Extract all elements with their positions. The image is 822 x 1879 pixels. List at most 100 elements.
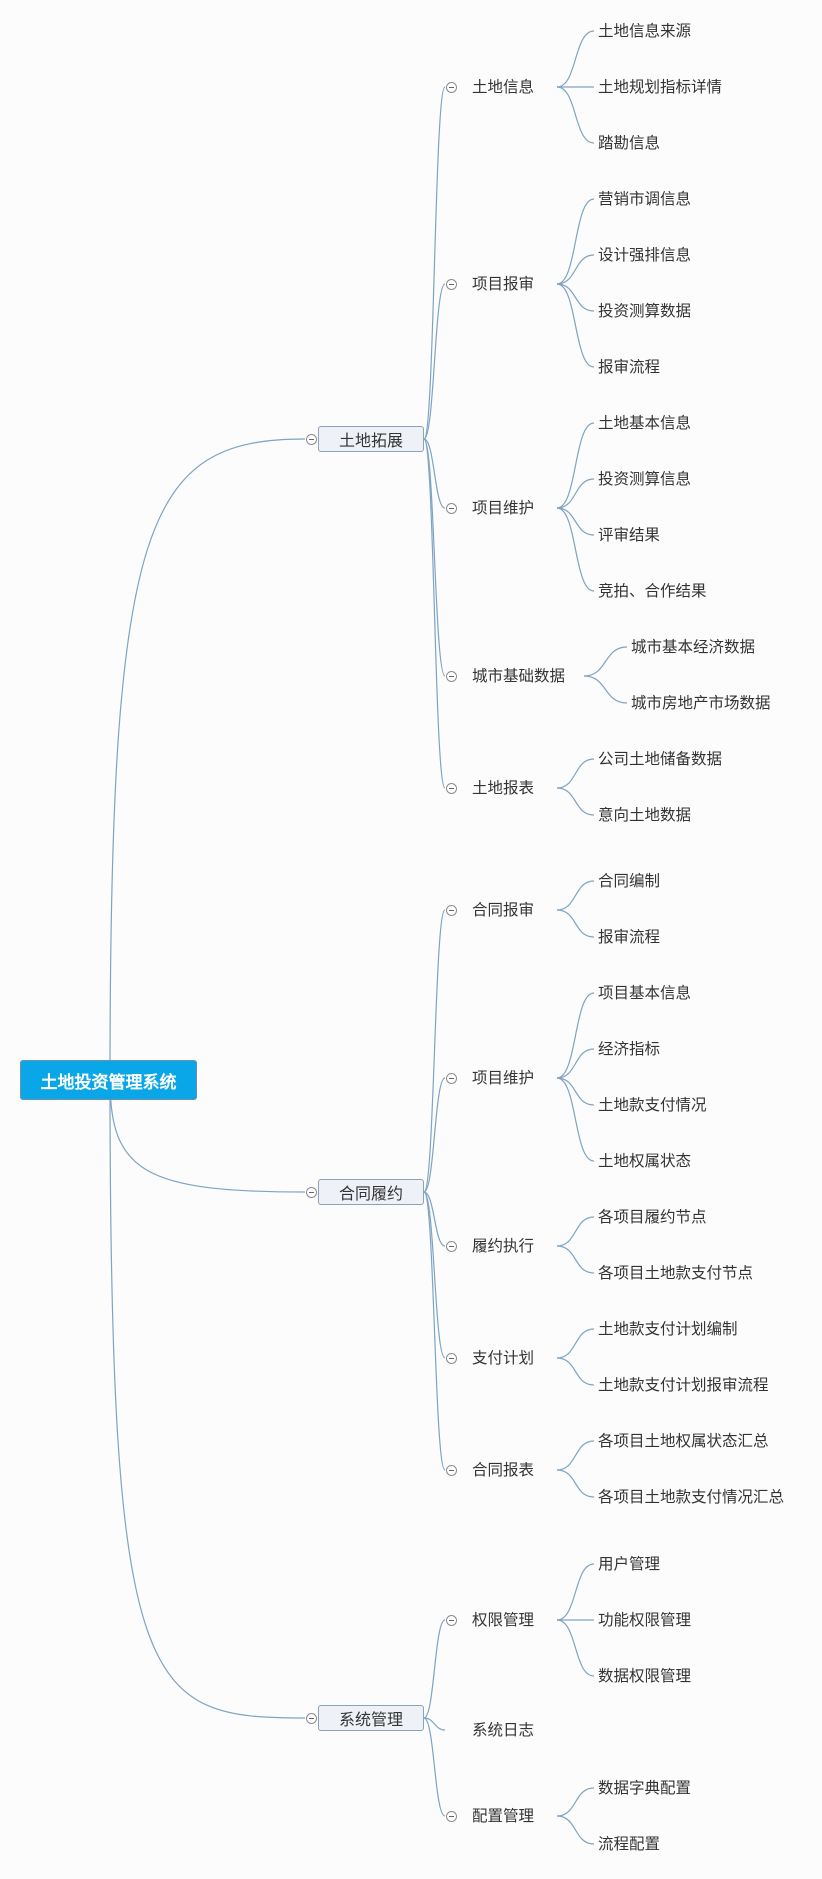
branch-link-0-3: [423, 438, 446, 677]
sub-node-2-2[interactable]: 配置管理: [472, 1807, 535, 1825]
collapse-toggle-icon[interactable]: [445, 278, 457, 290]
leaf-node[interactable]: 土地信息来源: [598, 22, 692, 40]
collapse-toggle-icon[interactable]: [445, 904, 457, 916]
root-node[interactable]: 土地投资管理系统: [20, 1060, 197, 1100]
sub-node-1-3[interactable]: 支付计划: [472, 1349, 535, 1367]
leaf-node[interactable]: 流程配置: [598, 1835, 661, 1853]
leaf-link-1-3-1: [556, 1357, 595, 1386]
leaf-node[interactable]: 土地款支付计划报审流程: [598, 1376, 769, 1394]
root-link-1: [109, 1079, 306, 1193]
leaf-link-2-0-2: [556, 1619, 595, 1677]
leaf-node[interactable]: 土地规划指标详情: [598, 78, 723, 96]
branch-0[interactable]: 土地拓展: [318, 426, 424, 452]
sub-node-0-4[interactable]: 土地报表: [472, 779, 535, 797]
leaf-link-2-2-1: [556, 1815, 595, 1845]
branch-2[interactable]: 系统管理: [318, 1705, 424, 1731]
leaf-link-0-2-3: [556, 507, 595, 592]
collapse-toggle-icon[interactable]: [445, 782, 457, 794]
leaf-link-1-0-1: [556, 909, 595, 938]
collapse-toggle-icon[interactable]: [445, 1810, 457, 1822]
leaf-node[interactable]: 用户管理: [598, 1555, 661, 1573]
collapse-toggle-icon[interactable]: [445, 1072, 457, 1084]
leaf-link-1-3-0: [556, 1328, 595, 1359]
sub-node-1-4[interactable]: 合同报表: [472, 1461, 535, 1479]
leaf-link-0-4-1: [556, 787, 595, 816]
leaf-node[interactable]: 功能权限管理: [598, 1611, 692, 1629]
leaf-link-0-2-0: [556, 422, 595, 509]
leaf-node[interactable]: 各项目土地权属状态汇总: [598, 1432, 769, 1450]
leaf-node[interactable]: 竞拍、合作结果: [598, 582, 707, 600]
leaf-link-1-2-0: [556, 1216, 595, 1247]
branch-link-1-2: [423, 1191, 446, 1247]
leaf-node[interactable]: 土地权属状态: [598, 1152, 692, 1170]
leaf-node[interactable]: 合同编制: [598, 872, 661, 890]
leaf-link-1-1-2: [556, 1077, 595, 1106]
collapse-toggle-icon[interactable]: [445, 1240, 457, 1252]
sub-node-2-0[interactable]: 权限管理: [472, 1611, 535, 1629]
leaf-node[interactable]: 各项目土地款支付情况汇总: [598, 1488, 785, 1506]
collapse-toggle-icon[interactable]: [445, 502, 457, 514]
leaf-link-0-0-2: [556, 86, 595, 144]
leaf-node[interactable]: 报审流程: [598, 358, 661, 376]
branch-link-0-0: [423, 86, 446, 440]
leaf-node[interactable]: 踏勘信息: [598, 134, 661, 152]
root-link-0: [109, 438, 306, 1081]
collapse-toggle-icon[interactable]: [305, 1712, 317, 1724]
leaf-node[interactable]: 报审流程: [598, 928, 661, 946]
collapse-toggle-icon[interactable]: [445, 1352, 457, 1364]
branch-link-0-2: [423, 438, 446, 509]
sub-node-1-1[interactable]: 项目维护: [472, 1069, 535, 1087]
leaf-link-2-2-0: [556, 1787, 595, 1817]
collapse-toggle-icon[interactable]: [445, 81, 457, 93]
branch-link-1-1: [423, 1077, 446, 1193]
leaf-node[interactable]: 营销市调信息: [598, 190, 692, 208]
leaf-link-0-1-2: [556, 283, 595, 312]
leaf-node[interactable]: 意向土地数据: [598, 806, 692, 824]
leaf-node[interactable]: 数据权限管理: [598, 1667, 692, 1685]
leaf-link-1-1-1: [556, 1048, 595, 1079]
leaf-link-1-4-1: [556, 1469, 595, 1498]
leaf-node[interactable]: 设计强排信息: [598, 246, 692, 264]
leaf-node[interactable]: 土地款支付计划编制: [598, 1320, 738, 1338]
leaf-link-0-2-2: [556, 507, 595, 536]
branch-link-1-3: [423, 1191, 446, 1359]
sub-node-0-0[interactable]: 土地信息: [472, 78, 535, 96]
sub-node-1-2[interactable]: 履约执行: [472, 1237, 535, 1255]
branch-link-1-0: [423, 909, 446, 1193]
leaf-link-0-1-3: [556, 283, 595, 368]
branch-link-0-4: [423, 438, 446, 789]
sub-node-0-2[interactable]: 项目维护: [472, 499, 535, 517]
sub-node-0-3[interactable]: 城市基础数据: [472, 667, 566, 685]
sub-node-0-1[interactable]: 项目报审: [472, 275, 535, 293]
leaf-node[interactable]: 评审结果: [598, 526, 661, 544]
leaf-node[interactable]: 投资测算信息: [598, 470, 692, 488]
leaf-link-0-1-0: [556, 198, 595, 285]
leaf-node[interactable]: 各项目履约节点: [598, 1208, 707, 1226]
leaf-link-1-0-0: [556, 880, 595, 911]
leaf-node[interactable]: 城市基本经济数据: [631, 638, 756, 656]
root-link-2: [109, 1079, 306, 1719]
collapse-toggle-icon[interactable]: [445, 1614, 457, 1626]
leaf-link-0-0-0: [556, 30, 595, 88]
leaf-link-1-1-0: [556, 992, 595, 1079]
leaf-node[interactable]: 城市房地产市场数据: [631, 694, 771, 712]
collapse-toggle-icon[interactable]: [305, 1186, 317, 1198]
branch-1[interactable]: 合同履约: [318, 1179, 424, 1205]
leaf-node[interactable]: 土地款支付情况: [598, 1096, 707, 1114]
branch-link-0-1: [423, 283, 446, 440]
leaf-node[interactable]: 投资测算数据: [598, 302, 692, 320]
leaf-node[interactable]: 各项目土地款支付节点: [598, 1264, 754, 1282]
leaf-node[interactable]: 公司土地储备数据: [598, 750, 723, 768]
collapse-toggle-icon[interactable]: [305, 433, 317, 445]
leaf-node[interactable]: 经济指标: [598, 1040, 661, 1058]
leaf-node[interactable]: 项目基本信息: [598, 984, 692, 1002]
sub-node-1-0[interactable]: 合同报审: [472, 901, 535, 919]
leaf-node[interactable]: 数据字典配置: [598, 1779, 692, 1797]
leaf-node[interactable]: 土地基本信息: [598, 414, 692, 432]
collapse-toggle-icon[interactable]: [445, 1464, 457, 1476]
branch-link-1-4: [423, 1191, 446, 1471]
sub-node-2-1[interactable]: 系统日志: [472, 1721, 535, 1739]
collapse-toggle-icon[interactable]: [445, 670, 457, 682]
